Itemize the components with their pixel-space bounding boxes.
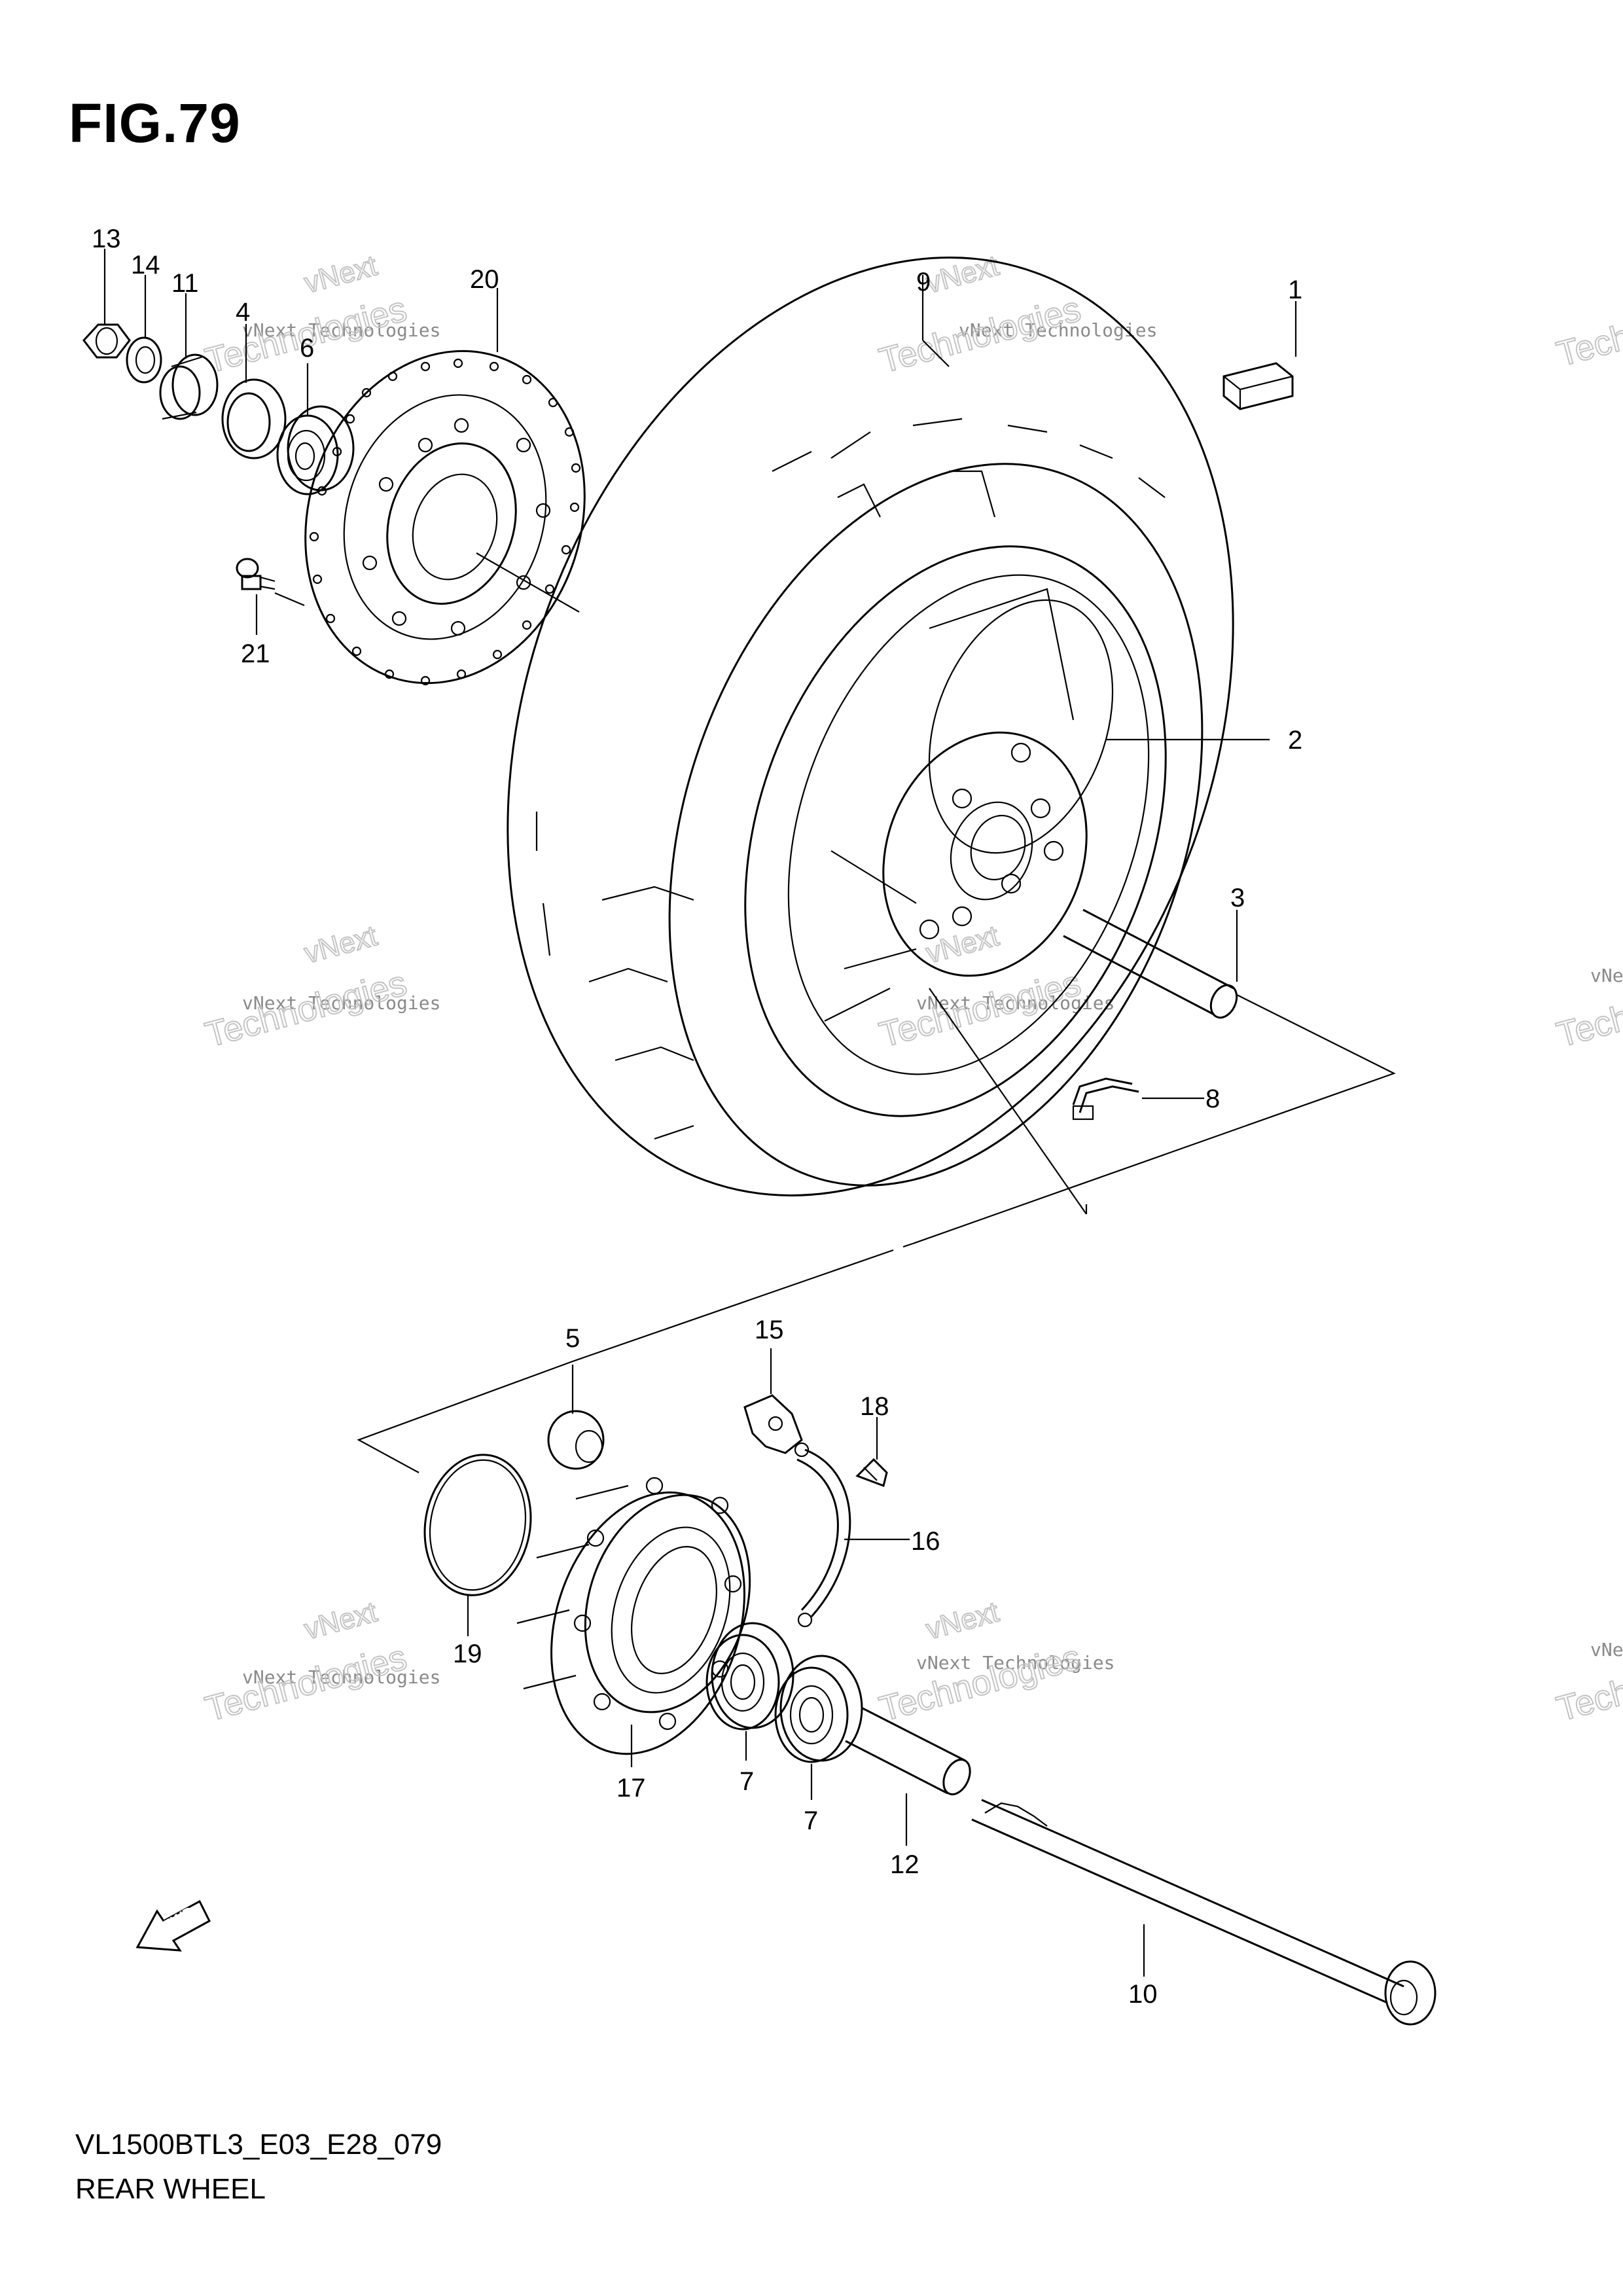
watermark-brand: vNext [301, 249, 380, 299]
part-7-bearing-b [774, 1655, 863, 1800]
disc-bolts [362, 418, 551, 636]
part-12-spacer [845, 1707, 971, 1846]
watermark-tech: Technologies [202, 963, 411, 1055]
watermark-tech: Technologies [1553, 283, 1623, 374]
watermark-3: vNext Technologies Technologies [1552, 282, 1623, 375]
watermark-9: vNext Technologies Technologies [1552, 1637, 1623, 1730]
callout-16: 16 [911, 1527, 940, 1556]
part-16-circlip [794, 1442, 910, 1628]
fwd-arrow-icon: FWD [135, 1899, 211, 1952]
part-17-hub [516, 1477, 751, 1767]
callout-6: 6 [300, 334, 314, 363]
part-3-spacer-tube [1063, 908, 1238, 1019]
part-7-bearing-a [705, 1622, 794, 1761]
callout-3: 3 [1230, 884, 1245, 912]
part-1-balance-weight [1222, 301, 1297, 410]
callout-15: 15 [755, 1316, 784, 1344]
callout-14: 14 [131, 251, 160, 279]
callout-19: 19 [453, 1640, 482, 1668]
callout-2: 2 [1288, 726, 1302, 755]
part-6-bearing [276, 363, 355, 495]
callout-9: 9 [916, 268, 931, 296]
part-15-plate [743, 1348, 803, 1454]
callout-7-b: 7 [804, 1806, 818, 1835]
watermark-text: vNext Technologies [916, 992, 1115, 1014]
watermark-brand: vNext [301, 920, 380, 969]
watermark-4: vNext vNext Technologies Technologies [201, 919, 441, 1055]
watermark-text: vNext Technologies [1590, 1639, 1623, 1660]
callout-1: 1 [1288, 276, 1302, 304]
watermark-layer: vNext vNext Technologies Technologies vN… [201, 249, 1623, 1730]
callout-labels: 13 14 11 4 6 20 21 9 1 2 3 8 5 15 18 16 … [92, 224, 1302, 2009]
watermark-8: vNext vNext Technologies Technologies [875, 1595, 1115, 1729]
watermark-text: vNext Technologies [1590, 965, 1623, 986]
assembly-lines [357, 988, 1396, 1473]
watermark-6: vNext Technologies Technologies [1552, 963, 1623, 1056]
fwd-label: FWD [160, 1903, 197, 1934]
watermark-text: vNext Technologies [959, 319, 1157, 341]
part-20-brake-disc [304, 288, 586, 686]
part-19-o-ring [423, 1454, 532, 1636]
watermark-text: vNext Technologies [242, 1666, 440, 1688]
part-21-bolt [236, 558, 305, 635]
watermark-tech: Technologies [876, 1638, 1085, 1729]
callout-20: 20 [470, 265, 499, 294]
watermark-text: vNext Technologies [242, 992, 440, 1014]
part-14-washer [126, 275, 162, 384]
part-10-axle [971, 1799, 1436, 2026]
callout-4: 4 [236, 298, 250, 327]
watermark-brand: vNext [923, 1596, 1002, 1645]
callout-7-a: 7 [740, 1767, 754, 1796]
watermark-tech: Technologies [876, 289, 1085, 381]
part-18-bolt [855, 1417, 888, 1487]
part-13-nut [82, 249, 131, 359]
callout-5: 5 [565, 1324, 580, 1353]
watermark-brand: vNext [923, 920, 1002, 969]
disc-holes [309, 358, 581, 686]
watermark-brand: vNext [301, 1596, 380, 1645]
watermark-text: vNext Technologies [916, 1652, 1115, 1674]
callout-17: 17 [616, 1774, 646, 1803]
part-9-tire [507, 257, 1234, 1196]
figure-code: VL1500BTL3_E03_E28_079 [75, 2128, 442, 2161]
callout-21: 21 [241, 639, 270, 668]
watermark-5: vNext vNext Technologies Technologies [875, 919, 1115, 1055]
part-8-valve [1072, 1077, 1204, 1121]
part-11-spacer [159, 293, 219, 420]
figure-name: REAR WHEEL [75, 2173, 266, 2205]
watermark-tech: Technologies [202, 1638, 411, 1729]
watermark-text: vNext Technologies [242, 319, 440, 341]
callout-11: 11 [171, 269, 199, 298]
figure-title: FIG.79 [69, 92, 241, 154]
part-5-collar [547, 1365, 605, 1470]
callout-18: 18 [860, 1392, 889, 1421]
part-4-oil-seal [221, 324, 287, 459]
callout-12: 12 [890, 1850, 919, 1879]
callout-10: 10 [1128, 1980, 1158, 2009]
callout-13: 13 [92, 224, 121, 253]
callout-8: 8 [1205, 1085, 1220, 1113]
watermark-7: vNext vNext Technologies Technologies [201, 1595, 441, 1729]
part-2-wheel [744, 545, 1270, 1117]
